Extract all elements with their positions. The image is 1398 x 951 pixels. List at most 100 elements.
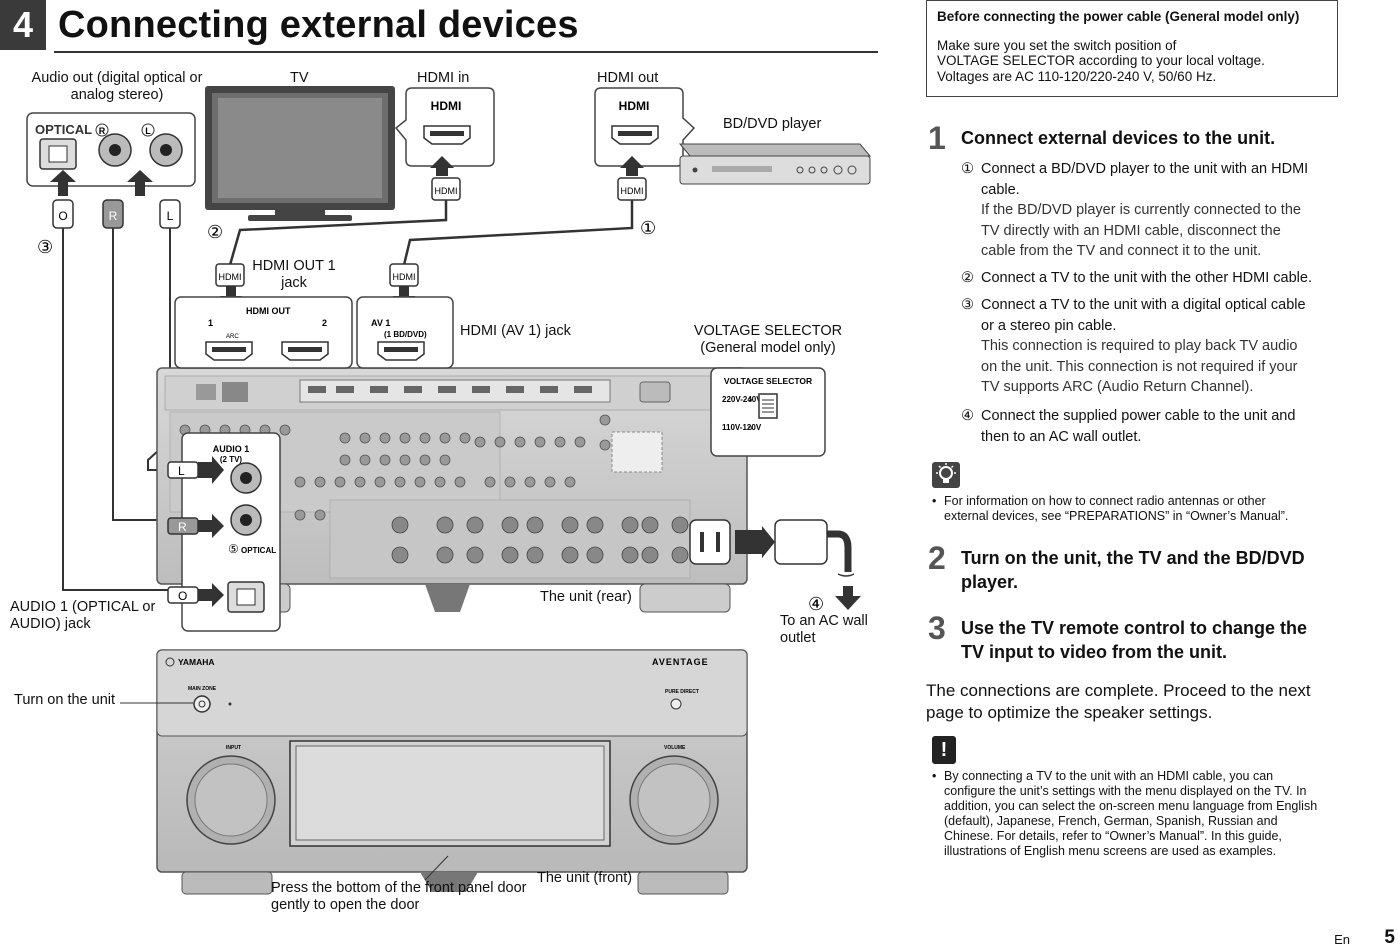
step-1-number: 1 [928, 120, 946, 156]
hdmi-plug-label-3: HDMI [219, 272, 242, 282]
ac-outlet-label: To an AC wall outlet [780, 613, 868, 646]
tv-hdmi-in-panel: HDMI [394, 87, 495, 167]
hdmi-in-label: HDMI in [417, 70, 470, 86]
arc-label: ARC [226, 334, 239, 340]
step-1-d-line-1: Connect the supplied power cable to the … [981, 408, 1296, 424]
input-knob-label: INPUT [226, 745, 241, 751]
step-1-c-extra-1: This connection is required to play back… [981, 338, 1298, 354]
tip-bullet-mark: • [932, 494, 937, 508]
pure-direct-label: PURE DIRECT [665, 689, 699, 695]
step-1-a-line-1: Connect a BD/DVD player to the unit with… [981, 161, 1309, 177]
optical-port-label: OPTICAL [35, 122, 92, 137]
note-line-2: VOLTAGE SELECTOR according to your local… [937, 53, 1265, 68]
note-line-1: Make sure you set the switch position of [937, 37, 1177, 53]
step-3-number: 3 [928, 610, 946, 646]
callout-4: ④ [808, 594, 824, 614]
step-1-title: Connect external devices to the unit. [961, 128, 1276, 148]
caution-bullet: • By connecting a TV to the unit with an… [932, 769, 1362, 864]
voltage-selector-zoom: VOLTAGE SELECTOR 220V-240V 110V-120V [710, 367, 826, 457]
hdmi-av1-jack-label: HDMI (AV 1) jack [460, 323, 571, 339]
page-number: 5 [1384, 927, 1395, 948]
callout-5: ⑤ [228, 542, 239, 556]
hdmi-plug-label-2: HDMI [621, 186, 644, 196]
page-language: En [1334, 932, 1350, 947]
power-cord [735, 519, 861, 610]
step-1-a-number: ① [961, 161, 974, 177]
power-cable-note: Before connecting the power cable (Gener… [926, 0, 1338, 97]
section-rule [54, 51, 878, 53]
unit-audio-plugs: L R O [167, 456, 224, 607]
o-plug-label: O [58, 209, 67, 223]
vs-110: 110V-120V [722, 423, 762, 432]
yamaha-logo: YAMAHA [178, 657, 215, 667]
unit-front: YAMAHA AVENTAGE MAIN ZONE PURE DIRECT IN… [156, 649, 748, 895]
hdmi-plug-unit-out: HDMI [215, 263, 245, 287]
hdmi-in-port-label: HDMI [431, 99, 462, 113]
step-1-c-number: ③ [961, 297, 974, 313]
l-plug-unit: L [178, 464, 185, 478]
hdmi-out-1-jack-label: HDMI OUT 1 jack [252, 258, 336, 291]
section-number: 4 [0, 0, 46, 50]
step-1-c-line-1: Connect a TV to the unit with a digital … [981, 297, 1306, 313]
caution-line-1: By connecting a TV to the unit with an H… [944, 769, 1274, 783]
step-1-d: ④ Connect the supplied power cable to th… [961, 406, 1331, 451]
step-1-a-line-2: cable. [981, 181, 1020, 198]
audio1-sub-label: (2 TV) [220, 455, 243, 464]
hdmi-out-panel-label: HDMI OUT [246, 306, 291, 316]
av1-panel-label: AV 1 [371, 318, 390, 328]
unit-rear-label: The unit (rear) [540, 589, 632, 605]
av1-sub-label: (1 BD/DVD) [384, 330, 427, 339]
optical-panel-label: OPTICAL [241, 546, 276, 555]
caution-icon: ! [932, 736, 956, 764]
caution-line-5: Chinese. For details, refer to “Owner’s … [944, 829, 1282, 843]
audio1-zoom-panel: AUDIO 1 (2 TV) ⑤ OPTICAL [181, 432, 281, 632]
r-mark: R [99, 126, 106, 136]
step-2: 2 Turn on the unit, the TV and the BD/DV… [928, 540, 1348, 598]
step-2-number: 2 [928, 540, 946, 576]
hdmi-out-2-label: 2 [322, 318, 327, 328]
completion-line-1: The connections are complete. Proceed to… [926, 681, 1311, 700]
step-2-title-line-2: player. [961, 572, 1019, 592]
section-title: Connecting external devices [58, 4, 579, 46]
step-1-a-extra-2: TV directly with an HDMI cable, disconne… [981, 222, 1281, 239]
main-zone-label: MAIN ZONE [188, 686, 217, 692]
r-plug-unit: R [178, 520, 187, 534]
tip-lightbulb-icon [932, 462, 960, 488]
hdmi-out-zoom-panel: HDMI OUT 1 2 ARC [174, 296, 353, 369]
caution-line-2: configure the unit’s settings with the m… [944, 784, 1307, 798]
step-2-title-line-1: Turn on the unit, the TV and the BD/DVD [961, 548, 1305, 568]
tip-line-2: external devices, see “PREPARATIONS” in … [944, 509, 1289, 523]
completion-line-2: page to optimize the speaker settings. [926, 703, 1213, 722]
hdmi-plug-label-4: HDMI [393, 272, 416, 282]
step-3: 3 Use the TV remote control to change th… [928, 610, 1348, 668]
step-1-b-number: ② [961, 270, 974, 286]
audio-out-label: Audio out (digital optical or analog ste… [31, 70, 203, 103]
audio1-jack-label: AUDIO 1 (OPTICAL or AUDIO) jack [10, 599, 156, 632]
note-line-3: Voltages are AC 110-120/220-240 V, 50/60… [937, 68, 1217, 84]
step-3-title-line-2: TV input to video from the unit. [961, 642, 1227, 662]
connection-diagram: OPTICAL R L O R L HDMI HDMI [26, 86, 872, 895]
hdmi-cable-bd-plug: HDMI [617, 177, 647, 201]
vs-panel-title: VOLTAGE SELECTOR [724, 376, 812, 386]
audio-plugs: O R L [52, 199, 181, 229]
callout-2: ② [207, 222, 223, 242]
step-1-c-line-2: or a stereo pin cable. [981, 317, 1117, 334]
step-1: 1 Connect external devices to the unit. … [928, 120, 1348, 456]
step-1-a-extra-1: If the BD/DVD player is currently connec… [981, 202, 1301, 218]
tv-label: TV [290, 70, 309, 86]
vs-220: 220V-240V [722, 395, 762, 404]
step-1-b: ② Connect a TV to the unit with the othe… [961, 268, 1331, 290]
av1-zoom-panel: AV 1 (1 BD/DVD) [356, 296, 454, 369]
tip-bullet: • For information on how to connect radi… [932, 494, 1352, 528]
caution-bullet-mark: • [932, 769, 937, 783]
bd-dvd-label: BD/DVD player [723, 116, 822, 132]
hdmi-out-1-label: 1 [208, 318, 213, 328]
hdmi-out-label: HDMI out [597, 70, 659, 86]
step-1-c-extra-2: on the unit. This connection is not requ… [981, 358, 1298, 375]
r-plug-label: R [109, 209, 118, 223]
o-plug-unit: O [178, 589, 187, 603]
step-1-c-extra-3: TV supports ARC (Audio Return Channel). [981, 379, 1254, 395]
bd-player-illustration [678, 143, 872, 185]
step-1-a-extra-3: cable from the TV and connect it to the … [981, 243, 1262, 259]
press-door-label: Press the bottom of the front panel door… [271, 880, 527, 913]
